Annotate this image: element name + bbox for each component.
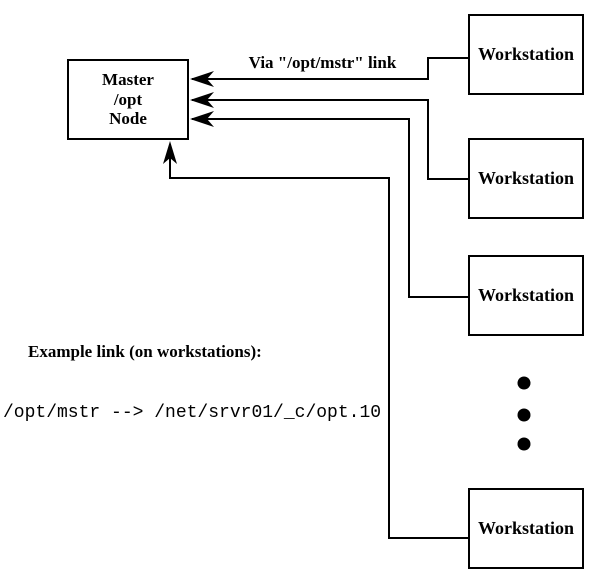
- master-node-label-line2: /opt: [113, 89, 143, 109]
- example-link-heading: Example link (on workstations):: [28, 342, 262, 361]
- workstation-label: Workstation: [477, 285, 574, 305]
- example-symlink-text: /opt/mstr --> /net/srvr01/_c/opt.10: [3, 403, 382, 423]
- arrowhead-left-3: [190, 111, 214, 127]
- workstation-label: Workstation: [477, 44, 574, 64]
- via-opt-mstr-link-label: Via "/opt/mstr" link: [248, 53, 397, 72]
- workstation-label: Workstation: [477, 518, 574, 538]
- master-node-label-line3: Node: [109, 109, 147, 129]
- connector-workstation4-to-master: [169, 144, 468, 539]
- master-node-label-line1: Master: [102, 70, 154, 90]
- workstation-box-1: Workstation: [468, 14, 584, 95]
- workstation-box-2: Workstation: [468, 138, 584, 219]
- connector-workstation3-to-master: [192, 118, 468, 298]
- workstation-box-3: Workstation: [468, 255, 584, 336]
- master-opt-node-box: Master /opt Node: [67, 59, 189, 140]
- connector-workstation1-to-master: [192, 57, 468, 80]
- vertical-ellipsis-dot: [517, 376, 531, 390]
- arrowhead-left-2: [190, 92, 214, 108]
- vertical-ellipsis-dot: [517, 437, 531, 451]
- workstation-box-4: Workstation: [468, 488, 584, 569]
- workstation-label: Workstation: [477, 168, 574, 188]
- arrowhead-left-1: [190, 71, 214, 87]
- arrowhead-up: [163, 141, 177, 164]
- connector-workstation2-to-master: [192, 99, 468, 180]
- vertical-ellipsis-dot: [517, 408, 531, 422]
